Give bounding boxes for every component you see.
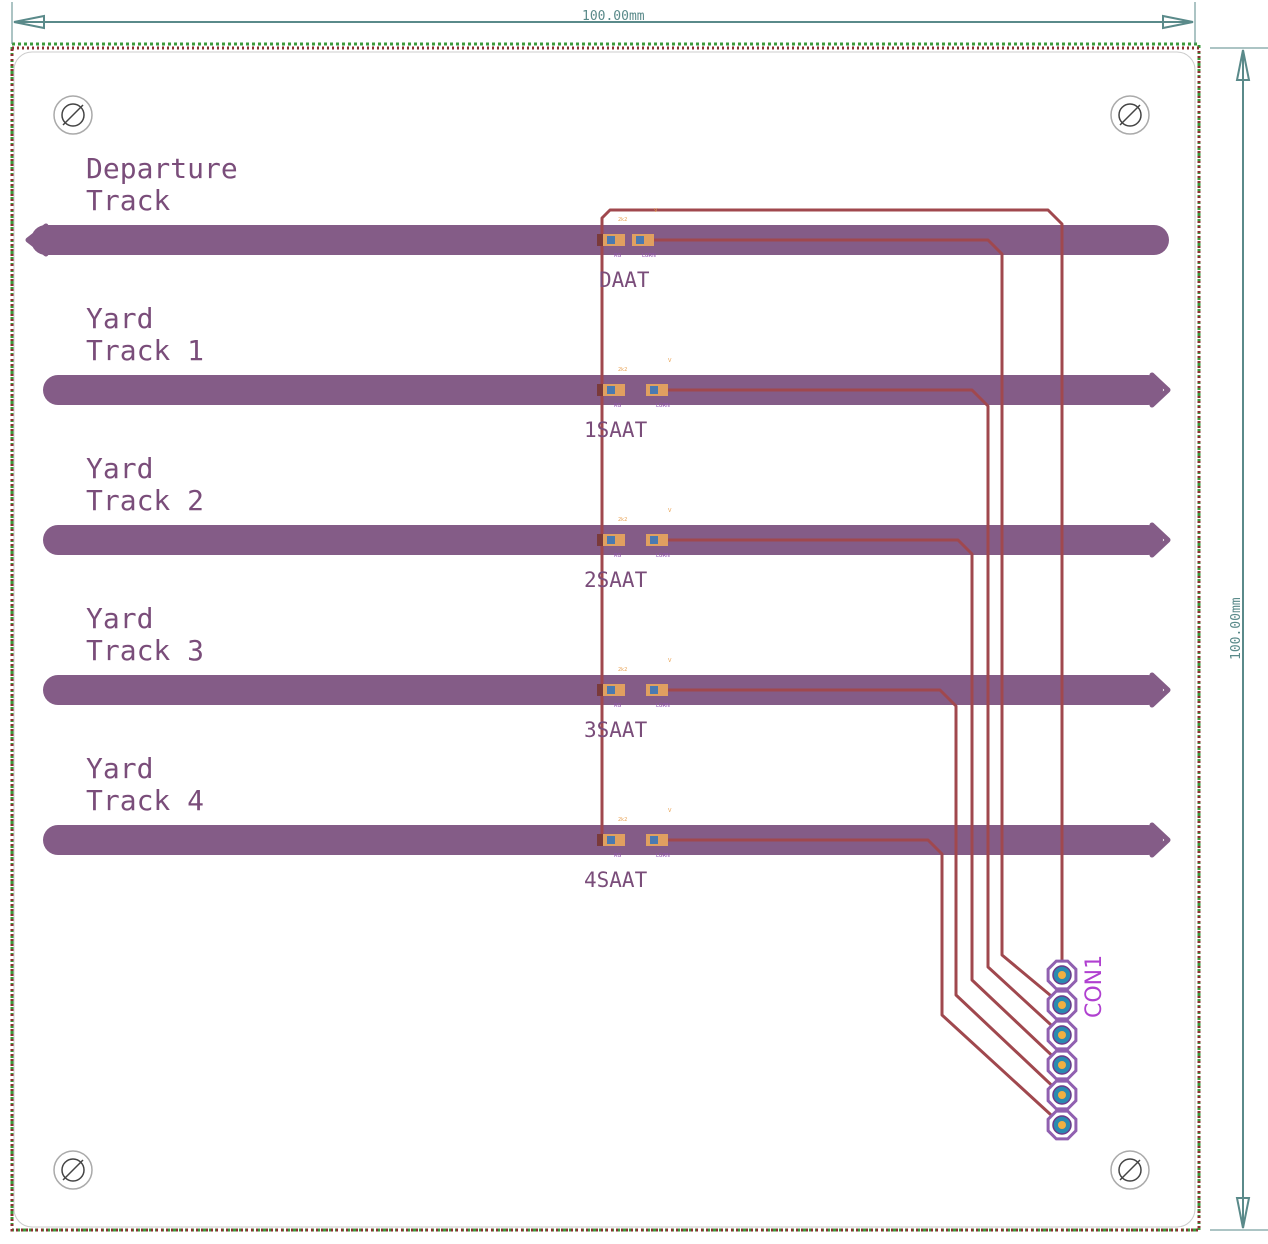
resistor-value-label: 2k2 bbox=[618, 667, 627, 673]
resistor-value-label: 2k2 bbox=[618, 367, 627, 373]
height-dimension-label: 100.00mm bbox=[1229, 597, 1244, 660]
resistor-pad bbox=[607, 536, 615, 544]
resistor-name-label: RG bbox=[614, 253, 621, 259]
common-trace bbox=[600, 208, 1064, 975]
signal-trace-yard-2 bbox=[658, 538, 1064, 1067]
yard-track-1-label-line2: Track 1 bbox=[86, 334, 204, 367]
led-polarity-label: V bbox=[654, 208, 658, 214]
connector-pin bbox=[1046, 989, 1078, 1021]
led-pad bbox=[650, 386, 658, 394]
led-pad bbox=[650, 536, 658, 544]
yard-track-3-label-line2: Track 3 bbox=[86, 634, 204, 667]
mounting-hole-icon bbox=[1110, 95, 1150, 135]
yard-track-4-label-line1: Yard bbox=[86, 752, 153, 785]
resistor-pad bbox=[597, 384, 603, 396]
departure-track-label-line1: Departure bbox=[86, 152, 238, 185]
station-label-yard-4: 4SAAT bbox=[584, 868, 648, 892]
resistor-pad bbox=[597, 834, 603, 846]
led-pad bbox=[650, 686, 658, 694]
silkscreen-labels: Departure Track Yard Track 1 Yard Track … bbox=[86, 152, 650, 892]
station-label-yard-1: 1SAAT bbox=[584, 418, 648, 442]
arrow-right-icon bbox=[1149, 672, 1171, 708]
departure-track-label-line2: Track bbox=[86, 184, 170, 217]
resistor-name-label: RG bbox=[614, 403, 621, 409]
station-label-yard-2: 2SAAT bbox=[584, 568, 648, 592]
yard-track-1-label-line1: Yard bbox=[86, 302, 153, 335]
led-name-label: LGRN bbox=[656, 853, 670, 859]
yard-track-3-label-line1: Yard bbox=[86, 602, 153, 635]
led-polarity-label: V bbox=[668, 508, 672, 514]
connector-label: CON1 bbox=[1082, 955, 1107, 1018]
mounting-hole-icon bbox=[53, 95, 93, 135]
resistor-value-label: 2k2 bbox=[618, 817, 627, 823]
yard-track-2-label-line2: Track 2 bbox=[86, 484, 204, 517]
led-polarity-label: V bbox=[668, 658, 672, 664]
led-pad bbox=[650, 836, 658, 844]
width-dimension-label: 100.00mm bbox=[582, 9, 645, 24]
led-name-label: LGRN bbox=[642, 253, 656, 259]
connector-pin bbox=[1046, 1019, 1078, 1051]
connector-con1 bbox=[1046, 959, 1078, 1141]
resistor-pad bbox=[607, 836, 615, 844]
connector-pin bbox=[1046, 1109, 1078, 1141]
led-polarity-label: V bbox=[668, 808, 672, 814]
resistor-value-label: 2k2 bbox=[618, 217, 627, 223]
arrow-right-icon bbox=[1149, 372, 1171, 408]
led-name-label: LGRN bbox=[656, 403, 670, 409]
led-name-label: LGRN bbox=[656, 703, 670, 709]
mounting-hole-icon bbox=[1110, 1150, 1150, 1190]
connector-pin bbox=[1046, 959, 1078, 991]
station-label-departure: DAAT bbox=[599, 268, 650, 292]
arrow-right-icon bbox=[1149, 822, 1171, 858]
signal-trace-yard-3 bbox=[658, 688, 1064, 1097]
resistor-pad bbox=[607, 386, 615, 394]
led-name-label: LGRN bbox=[656, 553, 670, 559]
led-polarity-label: V bbox=[668, 358, 672, 364]
led-pad bbox=[636, 236, 644, 244]
yard-track-4-label-line2: Track 4 bbox=[86, 784, 204, 817]
connector-pin bbox=[1046, 1049, 1078, 1081]
height-dimension: 100.00mm bbox=[1210, 47, 1268, 1231]
resistor-pad bbox=[607, 236, 615, 244]
resistor-pad bbox=[597, 684, 603, 696]
board-outline bbox=[10, 42, 1201, 1232]
resistor-name-label: RG bbox=[614, 553, 621, 559]
mounting-holes bbox=[53, 95, 1150, 1190]
resistor-name-label: RG bbox=[614, 703, 621, 709]
resistor-pad bbox=[597, 534, 603, 546]
station-label-yard-3: 3SAAT bbox=[584, 718, 648, 742]
yard-track-2-label-line1: Yard bbox=[86, 452, 153, 485]
arrow-left-icon bbox=[25, 223, 49, 257]
connector-pin bbox=[1046, 1079, 1078, 1111]
mounting-hole-icon bbox=[53, 1150, 93, 1190]
arrow-right-icon bbox=[1149, 522, 1171, 558]
resistor-value-label: 2k2 bbox=[618, 517, 627, 523]
signal-trace-yard-1 bbox=[658, 388, 1064, 1037]
copper-traces bbox=[600, 208, 1064, 1127]
resistor-name-label: RG bbox=[614, 853, 621, 859]
signal-trace-departure bbox=[644, 238, 1063, 1007]
signal-trace-yard-4 bbox=[658, 838, 1064, 1127]
width-dimension: 100.00mm bbox=[11, 2, 1196, 44]
resistor-pad bbox=[607, 686, 615, 694]
resistor-pad bbox=[597, 234, 603, 246]
